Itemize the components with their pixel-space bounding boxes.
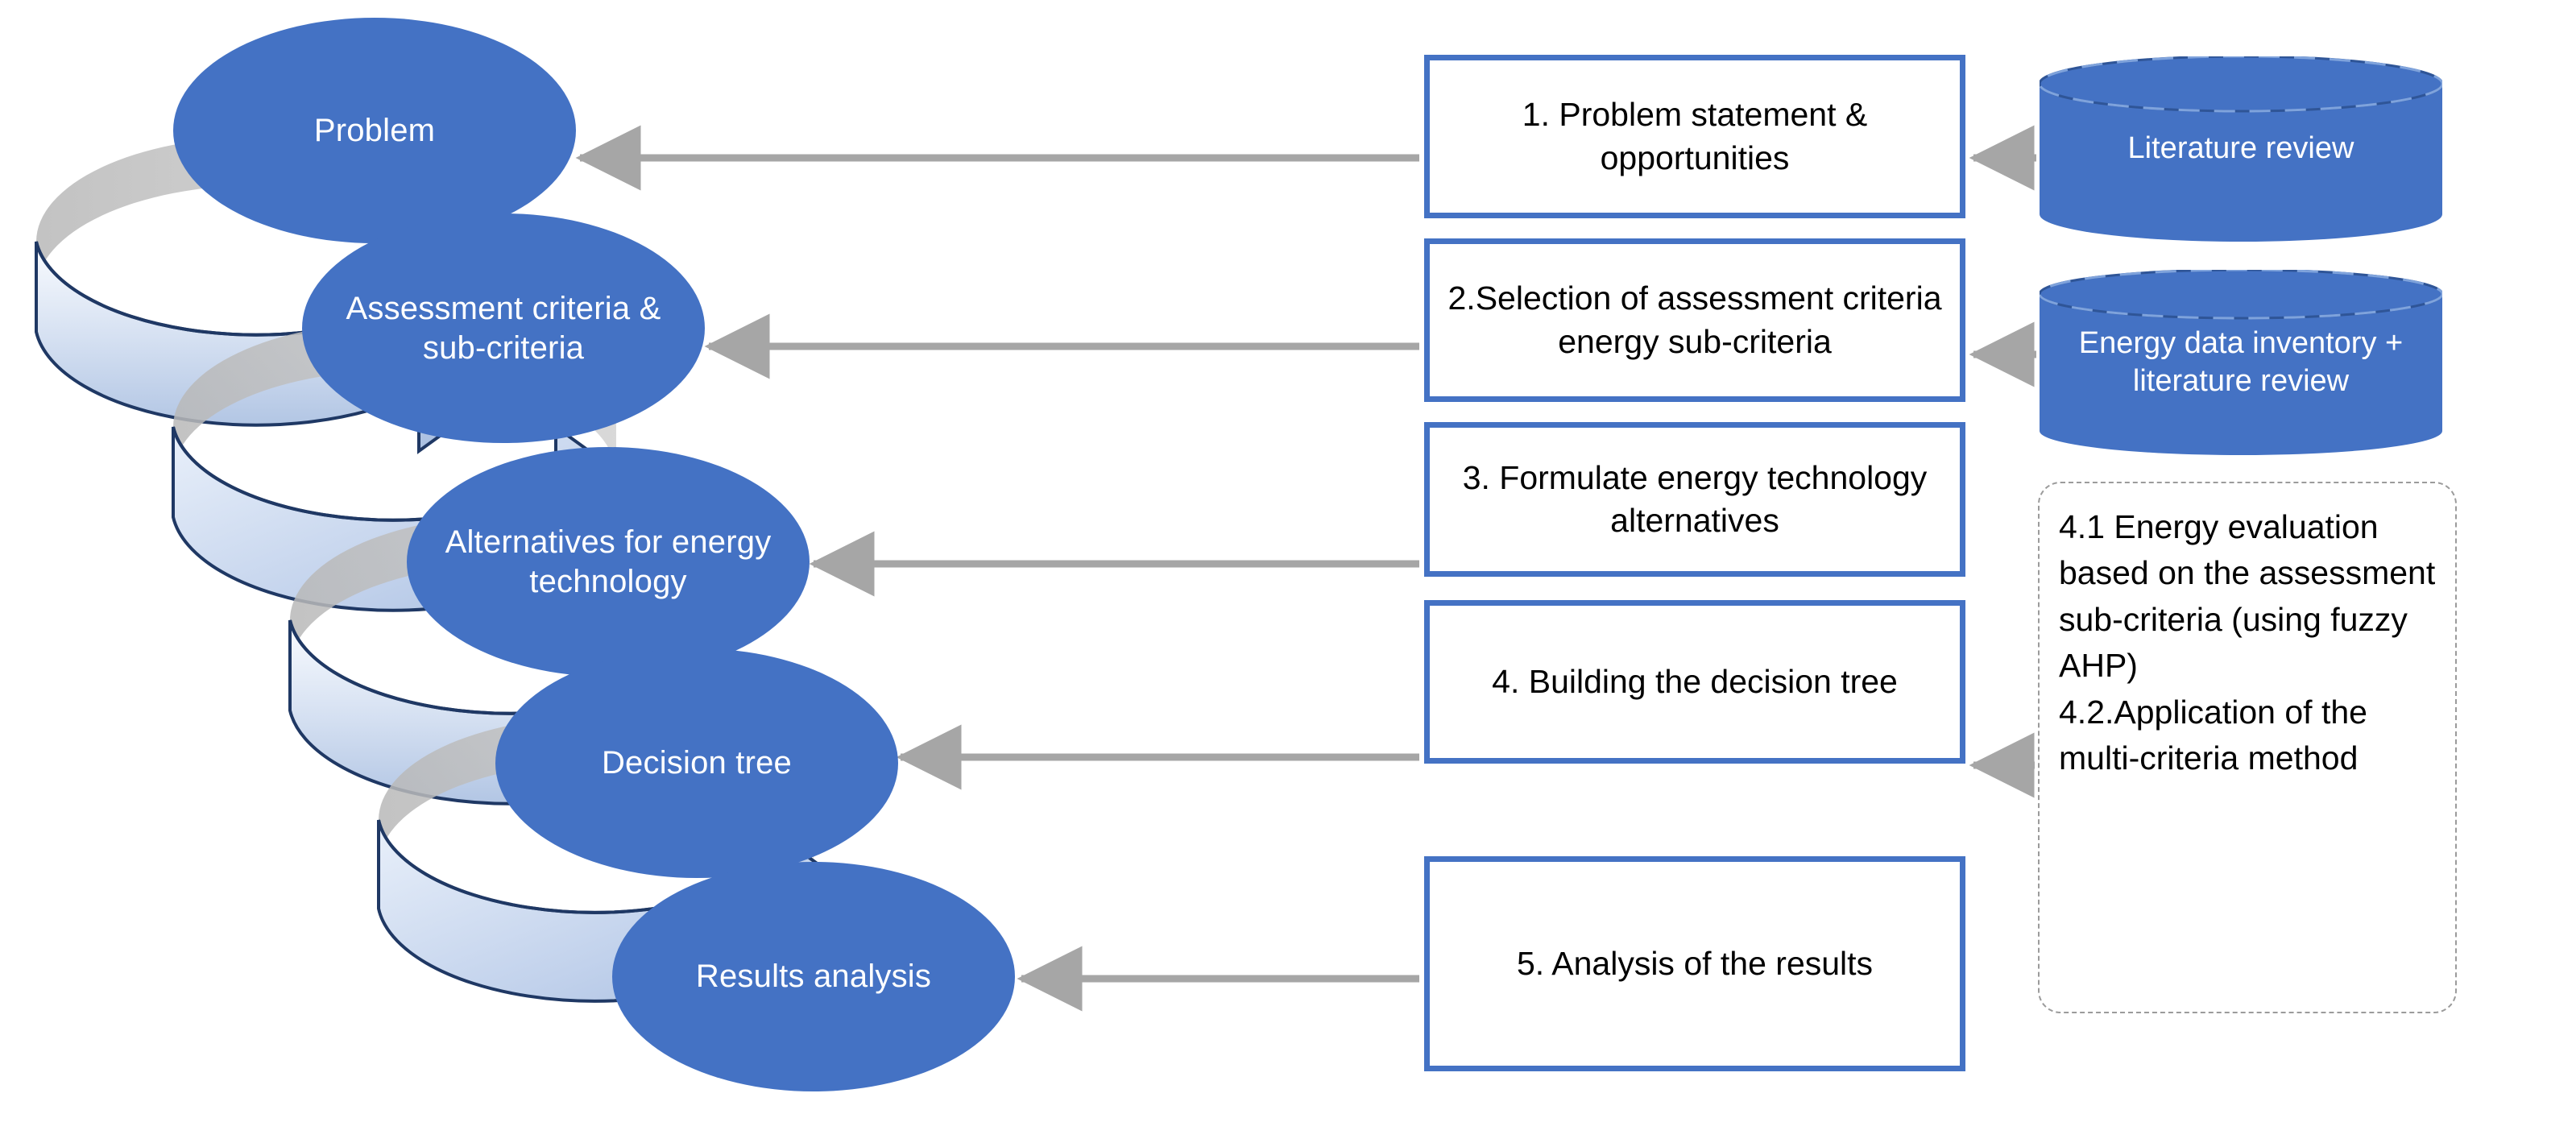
source-cylinder-literature[interactable]: Literature review <box>2040 56 2442 242</box>
source-label-energy-data: Energy data inventory + literature revie… <box>2078 325 2404 399</box>
stage-label-alternatives: Alternatives for energy technology <box>445 524 772 599</box>
step-label-2: 2.Selection of assessment criteria energ… <box>1447 280 1942 360</box>
cylinder-shape-energy-data <box>2040 270 2442 455</box>
stage-label-decision: Decision tree <box>601 745 793 781</box>
step-label-5: 5. Analysis of the results <box>1516 944 1874 982</box>
step-box-5[interactable]: 5. Analysis of the results <box>1424 856 1965 1071</box>
step-box-3[interactable]: 3. Formulate energy technology alternati… <box>1424 422 1965 577</box>
step-box-2[interactable]: 2.Selection of assessment criteria energ… <box>1424 238 1965 402</box>
stage-ellipse-problem[interactable]: Problem <box>173 18 576 243</box>
stage-label-results: Results analysis <box>695 959 932 995</box>
step-box-4[interactable]: 4. Building the decision tree <box>1424 600 1965 764</box>
stage-label-problem: Problem <box>313 112 436 148</box>
step-label-4: 4. Building the decision tree <box>1492 662 1898 700</box>
stage-ellipse-criteria[interactable]: Assessment criteria & sub-criteria <box>302 213 705 443</box>
note-box-methods[interactable]: 4.1 Energy evaluation based on the asses… <box>2038 482 2457 1013</box>
step-label-1: 1. Problem statement & opportunities <box>1522 96 1868 176</box>
stage-label-criteria: Assessment criteria & sub-criteria <box>346 290 661 366</box>
step-box-1[interactable]: 1. Problem statement & opportunities <box>1424 55 1965 218</box>
stage-ellipse-results[interactable]: Results analysis <box>612 862 1015 1091</box>
step-label-3: 3. Formulate energy technology alternati… <box>1462 458 1928 539</box>
stage-ellipse-alternatives[interactable]: Alternatives for energy technology <box>407 447 810 677</box>
source-cylinder-energy-data[interactable]: Energy data inventory + literature revie… <box>2040 270 2442 455</box>
source-label-literature: Literature review <box>2127 131 2354 166</box>
cylinder-shape-literature <box>2040 56 2442 242</box>
stage-ellipse-decision[interactable]: Decision tree <box>495 648 898 878</box>
